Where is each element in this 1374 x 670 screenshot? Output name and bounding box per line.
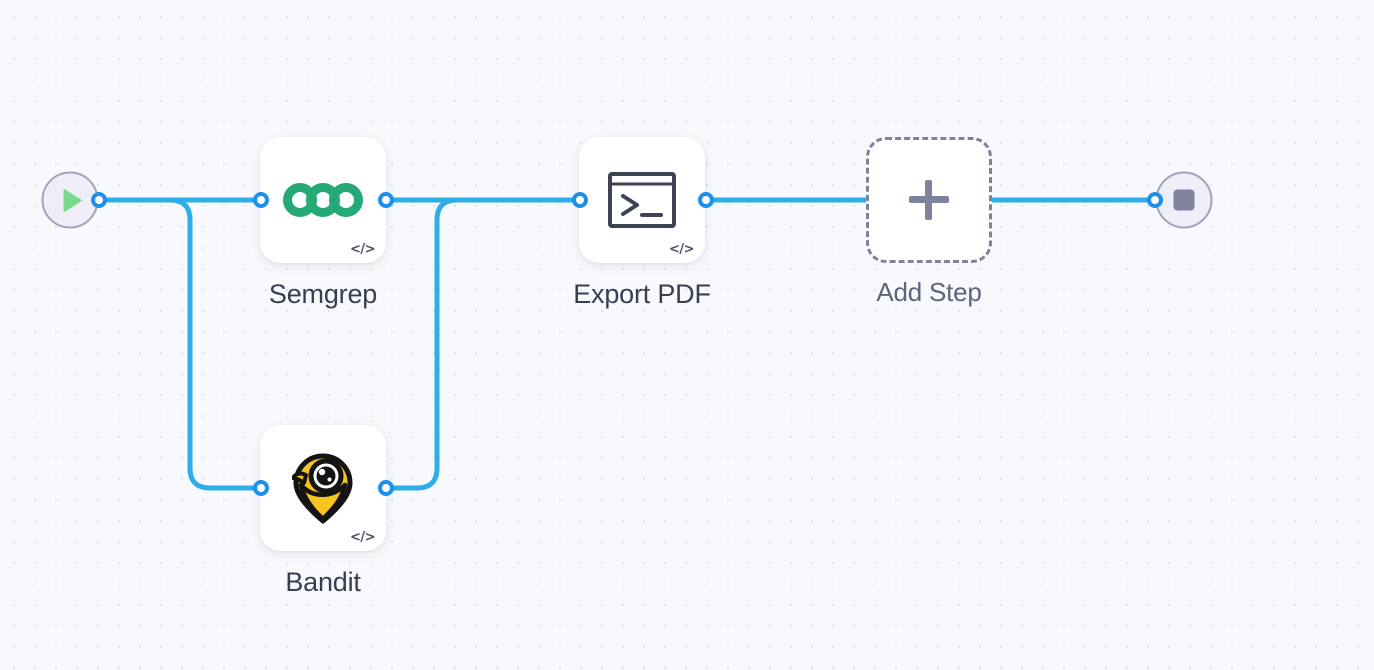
export-pdf-card[interactable]: </> (579, 137, 705, 263)
play-icon (63, 188, 83, 212)
plus-icon (909, 180, 949, 220)
node-export-pdf[interactable]: </> Export PDF (573, 137, 711, 309)
edge-start-bandit (96, 197, 264, 491)
semgrep-logo-icon (283, 177, 363, 223)
export-pdf-input-port[interactable] (572, 192, 588, 208)
add-step-card[interactable] (866, 137, 992, 263)
code-badge-icon: </> (349, 530, 376, 545)
bandit-logo-icon (291, 452, 354, 524)
node-semgrep[interactable]: </> Semgrep (260, 137, 386, 309)
edge-bandit-exportpdf (383, 197, 583, 491)
node-label-bandit: Bandit (285, 567, 361, 597)
node-add-step[interactable]: Add Step (866, 137, 992, 307)
code-badge-icon: </> (668, 242, 695, 257)
bandit-input-port[interactable] (253, 480, 269, 496)
semgrep-card[interactable]: </> (260, 137, 386, 263)
node-label-semgrep: Semgrep (268, 279, 378, 309)
end-input-port[interactable] (1147, 192, 1163, 208)
semgrep-input-port[interactable] (253, 192, 269, 208)
terminal-icon (607, 171, 677, 229)
start-node[interactable] (41, 171, 99, 229)
node-label-add-step: Add Step (876, 277, 982, 307)
bandit-output-port[interactable] (378, 480, 394, 496)
semgrep-output-port[interactable] (378, 192, 394, 208)
export-pdf-output-port[interactable] (698, 192, 714, 208)
node-label-export-pdf: Export PDF (573, 279, 711, 309)
stop-icon (1173, 189, 1195, 211)
bandit-card[interactable]: </> (260, 425, 386, 551)
end-node[interactable] (1155, 171, 1213, 229)
start-output-port[interactable] (91, 192, 107, 208)
code-badge-icon: </> (349, 242, 376, 257)
node-bandit[interactable]: </> Bandit (260, 425, 386, 597)
